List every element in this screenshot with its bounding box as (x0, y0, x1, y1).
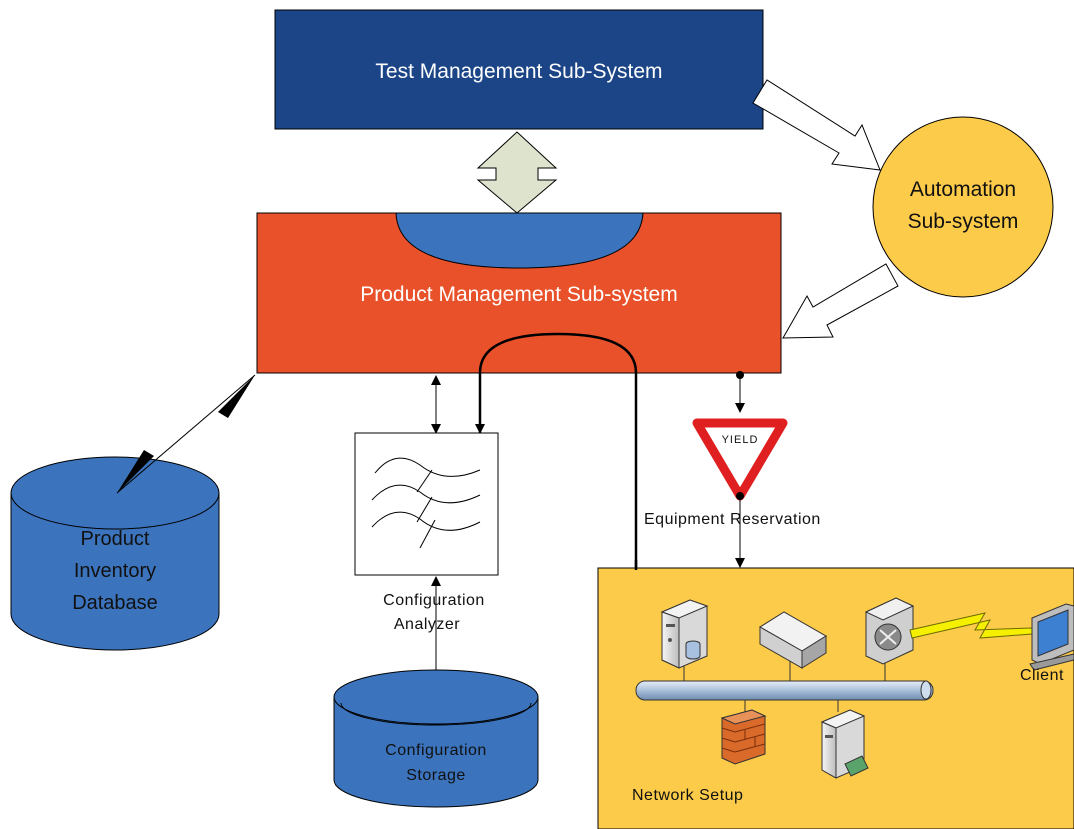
test-management-label: Test Management Sub-System (375, 60, 662, 83)
block-arrow-to-automation (752, 79, 881, 171)
block-arrow-from-automation (782, 263, 899, 339)
yield-label: YIELD (722, 434, 759, 446)
signal-waves-icon (371, 457, 481, 549)
equipment-reservation-path: YIELD (692, 371, 788, 568)
product-inventory-database: Product Inventory Database (10, 456, 220, 651)
configuration-storage-line2: Storage (406, 767, 466, 784)
test-management-subsystem: Test Management Sub-System (274, 9, 764, 130)
configuration-analyzer-line2: Analyzer (394, 616, 460, 633)
bidirectional-link-arrow (476, 131, 558, 214)
configuration-analyzer: Configuration Analyzer (354, 432, 499, 633)
automation-label-line1: Automation (910, 178, 1016, 201)
network-setup-label: Network Setup (632, 787, 743, 804)
network-bus-icon (635, 680, 934, 701)
client-label: Client (1020, 667, 1064, 684)
configuration-analyzer-line1: Configuration (383, 592, 485, 609)
equipment-reservation-label: Equipment Reservation (644, 511, 821, 528)
switch-box-icon (759, 611, 827, 669)
automation-label-line2: Sub-system (908, 210, 1019, 233)
product-management-label: Product Management Sub-system (360, 283, 677, 306)
server-icon (660, 599, 709, 669)
product-inventory-line1: Product (81, 528, 150, 550)
configuration-storage-line1: Configuration (385, 742, 487, 759)
product-inventory-line2: Inventory (74, 560, 156, 582)
configuration-storage: Configuration Storage (333, 669, 539, 808)
network-connection-arch (478, 332, 638, 570)
firewall-icon (720, 709, 767, 765)
yield-sign-icon (692, 418, 788, 501)
client-computer-icon (1029, 603, 1074, 671)
server-with-card-icon (820, 709, 869, 779)
product-management-subsystem: Product Management Sub-system (256, 212, 782, 374)
test-management-interface-dome (395, 212, 644, 269)
product-inventory-line3: Database (72, 592, 158, 614)
automation-subsystem: Automation Sub-system (872, 116, 1054, 298)
router-icon (864, 597, 915, 665)
inventory-db-link (116, 374, 256, 494)
